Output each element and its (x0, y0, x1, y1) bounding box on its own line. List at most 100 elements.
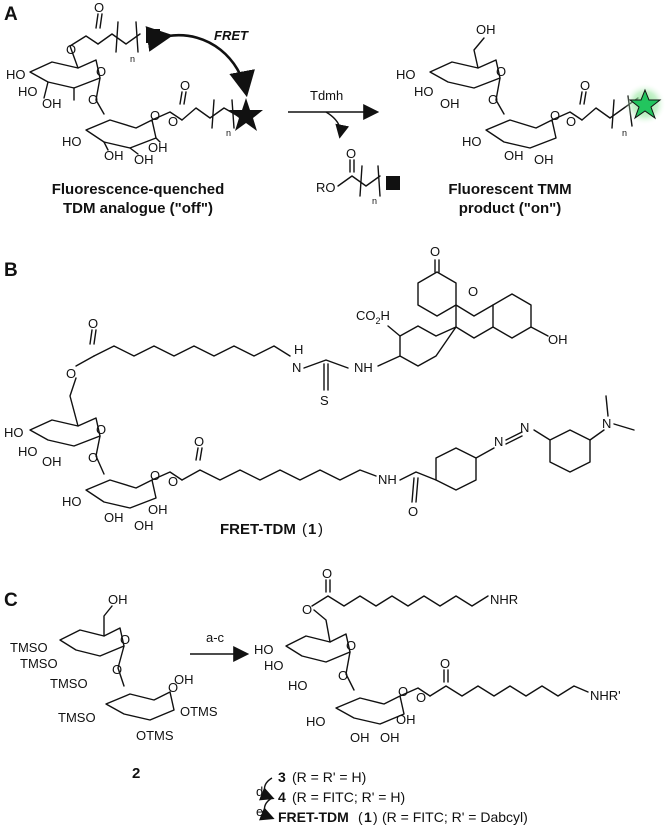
p-oh-1: OH (350, 730, 370, 745)
substrate-ho-2: HO (18, 84, 38, 99)
n-subscript-1: n (130, 54, 135, 64)
fret-tdm-name-b: FRET-TDM (220, 521, 296, 538)
panel-a-label: A (4, 4, 18, 25)
xanthene-oh: OH (548, 332, 568, 347)
product-oh-top: OH (476, 22, 496, 37)
substrate-ring-o-1: O (96, 64, 106, 79)
p-ester-o-1: O (302, 602, 312, 617)
p-ring-o-1: O (346, 638, 356, 653)
sm-otms-2: OTMS (136, 728, 174, 743)
n-subscript-2: n (226, 128, 231, 138)
compound-3-desc: (R = R' = H) (292, 769, 366, 785)
p-ho-1: HO (254, 642, 274, 657)
thiourea-linker: NH H N S (292, 342, 401, 408)
quencher-square-2 (386, 176, 400, 190)
dabcyl-quencher: N N N (435, 395, 635, 491)
product-carbonyl-o: O (580, 78, 590, 93)
substrate-ho-1: HO (6, 67, 26, 82)
substrate-ester-o-2: O (168, 114, 178, 129)
compound-list: d e 3 (R = R' = H) 4 (R = FITC; R' = H) … (256, 769, 528, 825)
panel-c: C OH TMSO TMSO TMSO O O O OH TMSO OTMS O… (4, 566, 621, 825)
compound-2-number: 2 (132, 765, 140, 782)
fluorescein-dye: O O OH CO2H (356, 244, 568, 367)
fret-tdm-name-c: FRET-TDM (278, 809, 349, 825)
thiourea-nh-right: NH (354, 360, 373, 375)
p-oh-3: OH (396, 712, 416, 727)
fret-label: FRET (214, 28, 249, 43)
lower-lipid-chain: O NH O (181, 434, 437, 519)
product-caption-line2: product ("on") (459, 200, 562, 217)
p-oh-2: OH (380, 730, 400, 745)
sm-tmso-2: TMSO (20, 656, 58, 671)
panel-b: B O O OH CO2H NH H N S (4, 244, 635, 538)
panel-a: A HO HO OH O O O n O (4, 0, 666, 217)
product-lower-ring: HO OH OH O O O n (462, 78, 666, 167)
b-ring-o-1: O (96, 422, 106, 437)
p-ho-4: HO (306, 714, 326, 729)
product-ring-o-1: O (496, 64, 506, 79)
substrate-ring-o-2: O (150, 108, 160, 123)
lower-sugar-ring-b: HO OH OH OH O O (62, 468, 183, 533)
p-ho-2: HO (264, 658, 284, 673)
glycosidic-o: O (88, 92, 98, 107)
dimethylamino-n: N (602, 416, 611, 431)
product-ho-2: HO (414, 84, 434, 99)
product-ring-o-2: O (550, 108, 560, 123)
n-subscript-3: n (372, 196, 377, 206)
step-d-label: d (256, 784, 263, 799)
nhr-label: NHR (490, 592, 518, 607)
fret-arrow: FRET (145, 26, 255, 98)
n-subscript-4: n (622, 128, 627, 138)
product-oh-3: OH (534, 152, 554, 167)
compound-4-desc: (R = FITC; R' = H) (292, 789, 405, 805)
co2h-text: CO2H (356, 308, 390, 326)
substrate-oh-3: OH (134, 152, 154, 167)
thiourea-n: N (292, 360, 301, 375)
fret-tdm-number-c: 1 (364, 809, 372, 825)
reaction-arrow-a: Tdmh (288, 88, 380, 139)
released-quencher-fragment: RO O n (316, 146, 400, 206)
upper-carbonyl-o: O (88, 316, 98, 331)
product-ester-o: O (566, 114, 576, 129)
starting-material-2: OH TMSO TMSO TMSO O O O OH TMSO OTMS OTM… (10, 592, 218, 782)
sm-tmso-1: TMSO (10, 640, 48, 655)
b-glycosidic-o: O (88, 450, 98, 465)
b-ring-o-2: O (150, 468, 160, 483)
compound-3-number: 3 (278, 769, 286, 785)
sm-otms-1: OTMS (180, 704, 218, 719)
p-ring-o-2: O (398, 684, 408, 699)
substrate-lower-ring: HO OH OH OH O O O n (62, 78, 263, 167)
reaction-arrow-c: a-c (190, 630, 250, 662)
substrate-caption-line1: Fluorescence-quenched (52, 181, 225, 198)
sm-oh-top: OH (108, 592, 128, 607)
green-star-icon (628, 88, 662, 120)
ro-label: RO (316, 180, 336, 195)
sm-ring-o-2: O (168, 680, 178, 695)
p-glycosidic-o: O (338, 668, 348, 683)
substrate-upper-ring: HO HO OH O O O n O (6, 0, 160, 115)
product-oh-1: OH (440, 96, 460, 111)
substrate-ho-3: HO (62, 134, 82, 149)
panel-c-label: C (4, 590, 18, 611)
product-oh-2: OH (504, 148, 524, 163)
amide-nh: NH (378, 472, 397, 487)
b-oh-3: OH (134, 518, 154, 533)
xanthene-ring-o: O (468, 284, 478, 299)
substrate-oh-4: OH (148, 140, 168, 155)
sm-glycosidic-o: O (112, 662, 122, 677)
azo-n-2: N (520, 420, 529, 435)
step-e-label: e (256, 804, 263, 819)
p-carbonyl-o-2: O (440, 656, 450, 671)
substrate-carbonyl-o-1: O (94, 0, 104, 15)
substrate-ester-o-1: O (66, 42, 76, 57)
b-oh-4: OH (148, 502, 168, 517)
fret-tdm-c-paren-open: ( (358, 809, 363, 825)
fret-tdm-number-b: 1 (308, 521, 316, 538)
upper-lipid-chain: O O (66, 316, 291, 381)
enzyme-label: Tdmh (310, 88, 343, 103)
compound-4-number: 4 (278, 789, 286, 805)
substrate-caption-line2: TDM analogue ("off") (63, 200, 213, 217)
b-ho-3: HO (62, 494, 82, 509)
b-ho-1: HO (4, 425, 24, 440)
